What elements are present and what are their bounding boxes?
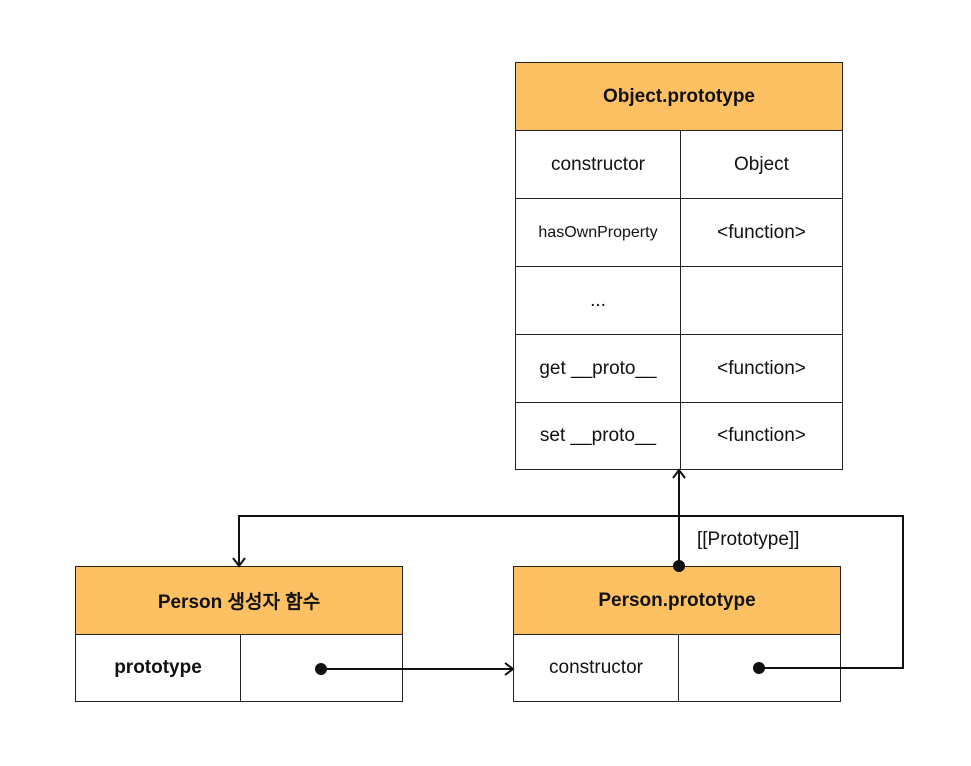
person-constructor-key-prototype: prototype [75, 634, 241, 702]
object-prototype-key-get-proto: get __proto__ [515, 334, 681, 403]
prototype-link-arrow [672, 468, 686, 572]
object-prototype-key-constructor: constructor [515, 130, 681, 199]
prototype-property-arrow [315, 662, 515, 676]
object-prototype-title: Object.prototype [515, 62, 843, 131]
object-prototype-value-constructor: Object [680, 130, 843, 199]
person-prototype-key-constructor: constructor [513, 634, 679, 702]
constructor-back-arrow [232, 515, 904, 674]
person-prototype-title: Person.prototype [513, 566, 841, 635]
object-prototype-key-set-proto: set __proto__ [515, 402, 681, 470]
object-prototype-value-get-proto: <function> [680, 334, 843, 403]
object-prototype-value-hasownproperty: <function> [680, 198, 843, 267]
object-prototype-value-set-proto: <function> [680, 402, 843, 470]
prototype-link-label: [[Prototype]] [697, 529, 800, 550]
object-prototype-value-ellipsis [680, 266, 843, 335]
